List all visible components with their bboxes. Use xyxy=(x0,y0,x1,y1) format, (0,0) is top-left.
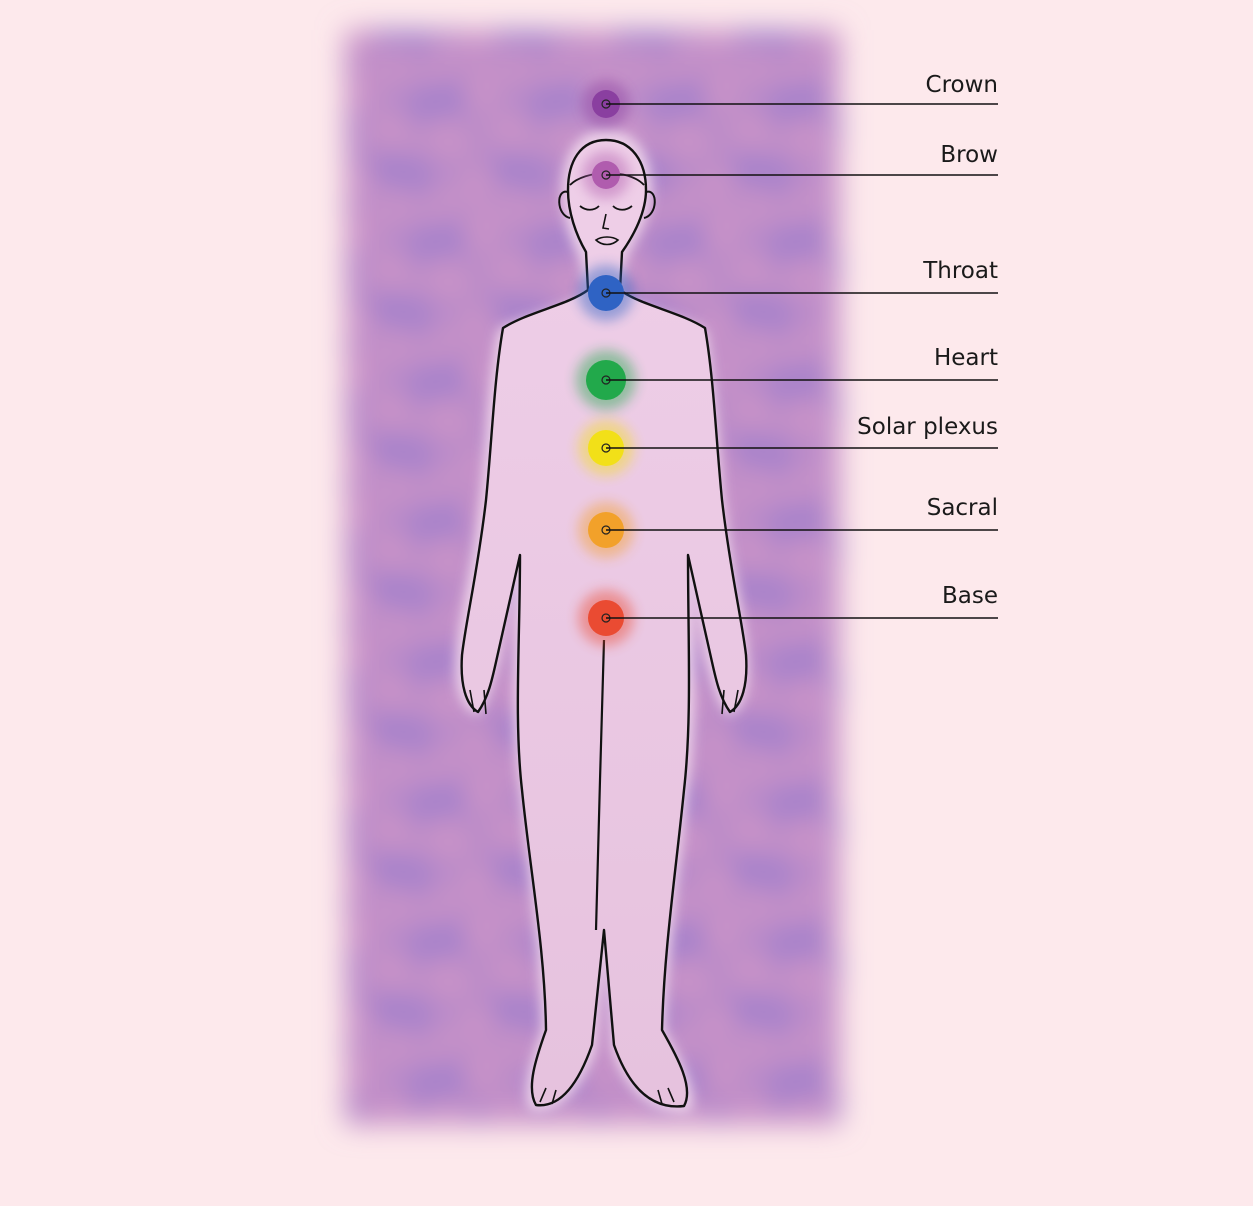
chakra-label-heart: Heart xyxy=(934,345,998,371)
chakra-label-crown: Crown xyxy=(926,72,998,98)
chakra-label-brow: Brow xyxy=(940,142,998,168)
chakra-label-solar-plexus: Solar plexus xyxy=(857,414,998,440)
chakra-label-throat: Throat xyxy=(922,258,998,284)
chakra-label-base: Base xyxy=(942,583,998,609)
chakra-label-sacral: Sacral xyxy=(927,495,998,521)
